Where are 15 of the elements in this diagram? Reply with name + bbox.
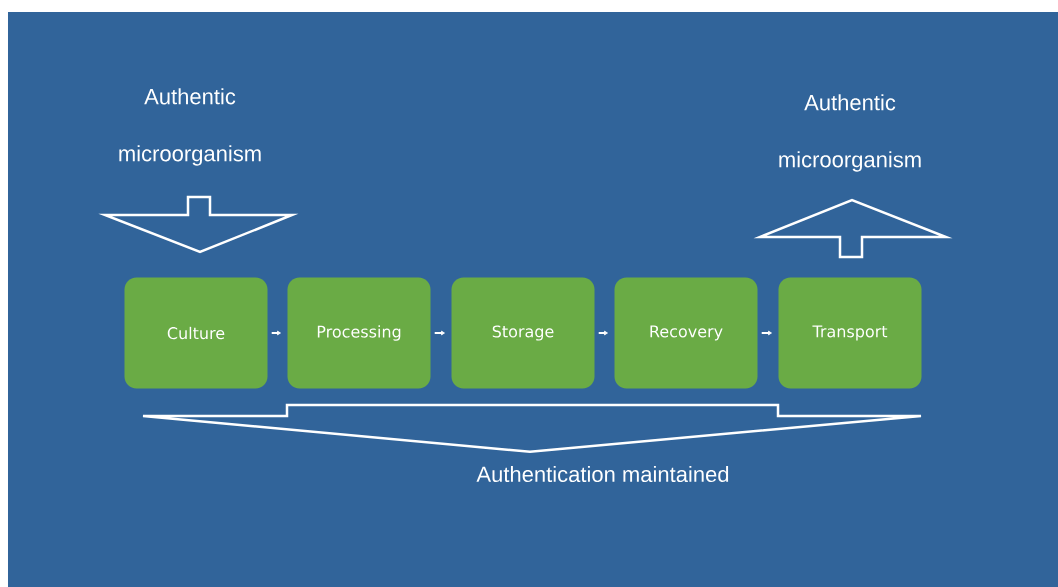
- process-box: Transport: [778, 277, 922, 389]
- caption-text: Authentication maintained: [476, 465, 729, 483]
- process-box: Processing: [287, 277, 431, 389]
- process-box: Storage: [451, 277, 595, 389]
- arrow: [597, 330, 608, 336]
- arrow: [433, 330, 445, 336]
- arrow: [760, 330, 772, 336]
- process-box: Recovery: [614, 277, 758, 389]
- caption-text: Authentic microorganism: [779, 94, 921, 172]
- caption-text: Authentic microorganism: [119, 88, 261, 166]
- process-box: Culture: [124, 277, 268, 389]
- hollow-arrow: [141, 403, 923, 453]
- hollow-arrow: [98, 195, 299, 254]
- hollow-arrow: [753, 198, 953, 259]
- arrow: [270, 330, 281, 336]
